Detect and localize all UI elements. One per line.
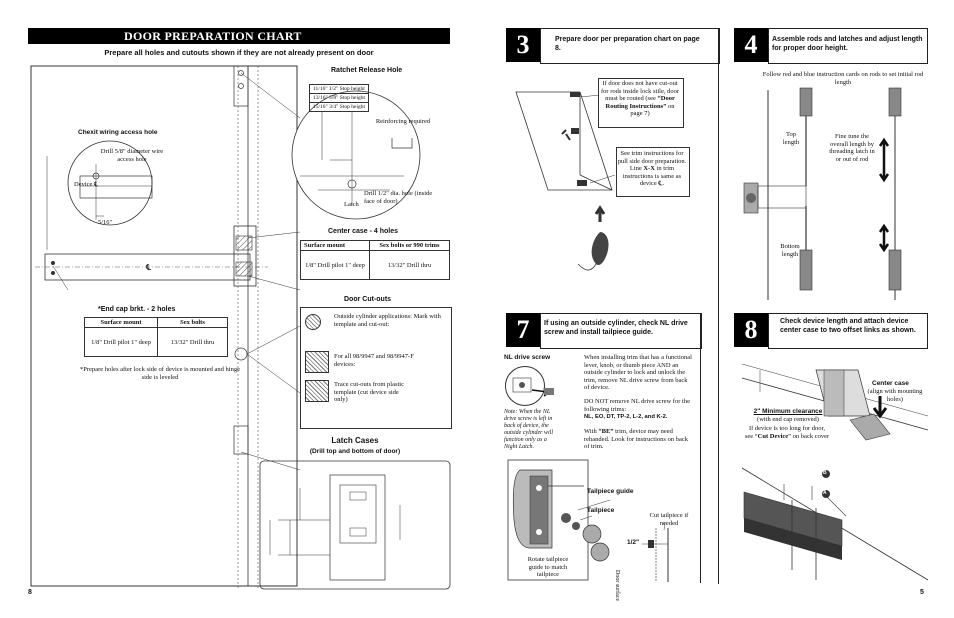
step7-nl-circle <box>505 366 545 406</box>
ratchet-heading: Ratchet Release Hole <box>331 67 403 74</box>
step3-head-box <box>540 28 720 64</box>
step4-bottom: Bottom length <box>780 243 800 258</box>
step7-trims: NL, EO, DT, TP-2, L-2, and K-2. <box>584 414 668 420</box>
outside-cylinder-icon <box>305 314 321 330</box>
chexit-heading: Chexit wiring access hole <box>78 129 158 136</box>
table-row: 15/16" 3/4" Stop height <box>308 102 370 112</box>
step4-follow: Follow red and blue instruction cards on… <box>762 71 924 86</box>
cutouts-heading: Door Cut-outs <box>344 296 392 303</box>
step8-center-case-sub: (align with mounting holes) <box>867 388 923 403</box>
step8-number: 8 <box>734 313 768 347</box>
svg-text:℄: ℄ <box>145 263 152 272</box>
end-cap-heading: *End cap brkt. - 2 holes <box>98 306 176 313</box>
step7-head-box <box>540 313 702 349</box>
step8-too-long: If device is too long for door, see “Cut… <box>744 425 830 440</box>
step3-note1-box <box>598 78 684 128</box>
center-case-heading: Center case - 4 holes <box>328 228 399 235</box>
step3-number: 3 <box>506 28 540 62</box>
ratchet-reinforcing: Reinforcing required <box>375 118 431 125</box>
step8-a-marker: A <box>823 490 827 496</box>
step8-head-box <box>768 313 928 349</box>
chexit-device-label: Device ℄ <box>74 181 99 188</box>
latch-cases-sub: (Drill top and bottom of door) <box>309 448 401 455</box>
chexit-dim: 5/16" <box>98 219 113 226</box>
step7-tailpiece: Tailpiece <box>587 507 615 514</box>
ratchet-latch: Latch <box>344 201 359 208</box>
ratchet-drill: Drill 1/2" dia. hole (inside face of doo… <box>364 190 433 205</box>
step3-note2-box <box>616 147 690 197</box>
step3-head: Prepare door per preparation chart on pa… <box>555 36 700 52</box>
step8-head: Check device length and attach device ce… <box>780 318 916 334</box>
step8-min-clear: 2" Minimum clearance <box>753 408 823 415</box>
step4-head-box <box>768 28 928 64</box>
step7-cut: Cut tailpiece if needed <box>649 512 689 527</box>
cutouts-outside-cyl: Outside cylinder applications: Mark with… <box>334 313 441 328</box>
cutout-trace-icon <box>305 380 329 402</box>
step4-number: 4 <box>734 28 768 62</box>
step7-tailpiece-guide: Tailpiece guide <box>587 488 634 495</box>
cutout-template-icon <box>305 351 329 373</box>
step8-min-clear-sub: (with end cap removed) <box>757 416 819 423</box>
step7-head: If using an outside cylinder, check NL d… <box>544 320 688 336</box>
step7-para2: DO NOT remove NL drive screw for the fol… <box>584 398 690 413</box>
cutouts-box <box>300 307 452 429</box>
step7-para1: When installing trim that has a function… <box>584 354 692 391</box>
cutouts-trace: Trace cut-outs from plastic template (cu… <box>334 381 404 403</box>
chart-title: DOOR PREPARATION CHART <box>124 29 302 43</box>
step4-top: Top length <box>782 131 800 146</box>
step7-note: Note: When the NL drive screw is left in… <box>504 409 553 450</box>
step3-note1: If door does not have cut-out for rods i… <box>601 80 679 117</box>
step7-rule <box>700 313 701 583</box>
latch-cases-heading: Latch Cases <box>331 436 379 445</box>
step4-fine: Fine tune the overall length by threadin… <box>829 133 875 163</box>
page-number-left: 8 <box>28 589 32 596</box>
chexit-drill-note: Drill 5/8" diameter wire access hole <box>100 148 164 163</box>
step3-rule <box>718 28 719 584</box>
step3-note2: See trim instructions for pull side door… <box>617 150 687 187</box>
page-number-right: 5 <box>920 589 924 596</box>
step7-nl-label: NL drive screw <box>504 354 551 361</box>
step7-para3: With “BE” trim, device may need rehanded… <box>584 428 688 450</box>
chart-title-bar: DOOR PREPARATION CHART <box>28 28 450 44</box>
step4-head: Assemble rods and latches and adjust len… <box>772 36 923 52</box>
step7-half: 1/2" <box>627 539 640 546</box>
step7-number: 7 <box>506 313 540 347</box>
end-cap-note: *Prepare holes after lock side of device… <box>80 366 240 381</box>
step8-b-marker: B <box>823 470 827 476</box>
cutouts-for-models: For all 98/9947 and 98/9947-F devices: <box>334 353 414 368</box>
chart-subtitle: Prepare all holes and cutouts shown if t… <box>104 48 374 57</box>
step8-center-case: Center case <box>872 380 909 387</box>
ratchet-table: 11/16" 1/2" Stop height 13/16" 5/8" Stop… <box>308 84 370 112</box>
step7-rotate: Rotate tailpiece guide to match tailpiec… <box>527 556 569 578</box>
